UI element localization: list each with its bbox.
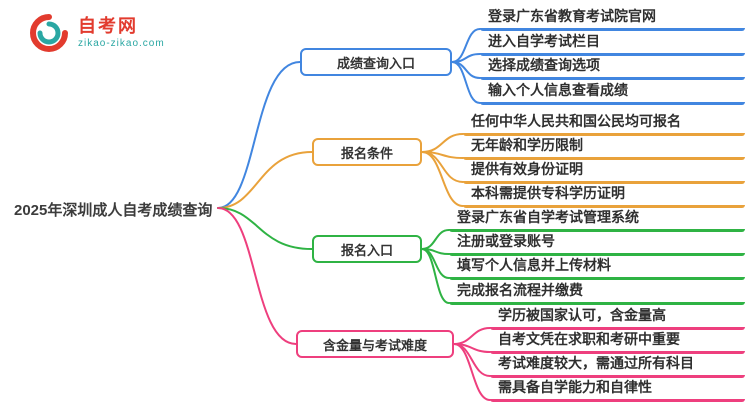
logo-text: 自考网 zikao-zikao.com [78, 15, 165, 50]
leaf-topic[interactable]: 登录广东省自学考试管理系统 [449, 207, 745, 232]
leaf-topic[interactable]: 完成报名流程并缴费 [449, 280, 745, 305]
leaf-topic[interactable]: 考试难度较大，需通过所有科目 [490, 353, 745, 378]
leaf-topic[interactable]: 无年龄和学历限制 [463, 135, 745, 160]
branch-topic-registration-conditions[interactable]: 报名条件 [312, 138, 422, 166]
leaf-topic[interactable]: 学历被国家认可，含金量高 [490, 305, 745, 330]
logo[interactable]: 自考网 zikao-zikao.com [28, 12, 165, 54]
branch-topic-value-and-difficulty[interactable]: 含金量与考试难度 [296, 330, 454, 358]
leaf-topic[interactable]: 任何中华人民共和国公民均可报名 [463, 111, 745, 136]
leaf-topic[interactable]: 进入自学考试栏目 [480, 31, 745, 56]
leaf-topic[interactable]: 提供有效身份证明 [463, 159, 745, 184]
leaf-topic[interactable]: 填写个人信息并上传材料 [449, 255, 745, 280]
leaf-topic[interactable]: 登录广东省教育考试院官网 [480, 6, 745, 31]
logo-swirl-icon [30, 14, 68, 52]
leaf-topic[interactable]: 注册或登录账号 [449, 231, 745, 256]
leaf-topic[interactable]: 需具备自学能力和自律性 [490, 377, 745, 402]
logo-domain: zikao-zikao.com [78, 38, 165, 50]
branch-topic-registration-entry[interactable]: 报名入口 [312, 235, 422, 263]
leaf-topic[interactable]: 选择成绩查询选项 [480, 55, 745, 80]
leaf-topic[interactable]: 输入个人信息查看成绩 [480, 80, 745, 105]
leaf-topic[interactable]: 本科需提供专科学历证明 [463, 183, 745, 208]
leaf-topic[interactable]: 自考文凭在求职和考研中重要 [490, 329, 745, 354]
branch-topic-score-query-entry[interactable]: 成绩查询入口 [300, 48, 452, 76]
root-topic[interactable]: 2025年深圳成人自考成绩查询 [14, 202, 213, 219]
logo-title: 自考网 [78, 15, 138, 36]
